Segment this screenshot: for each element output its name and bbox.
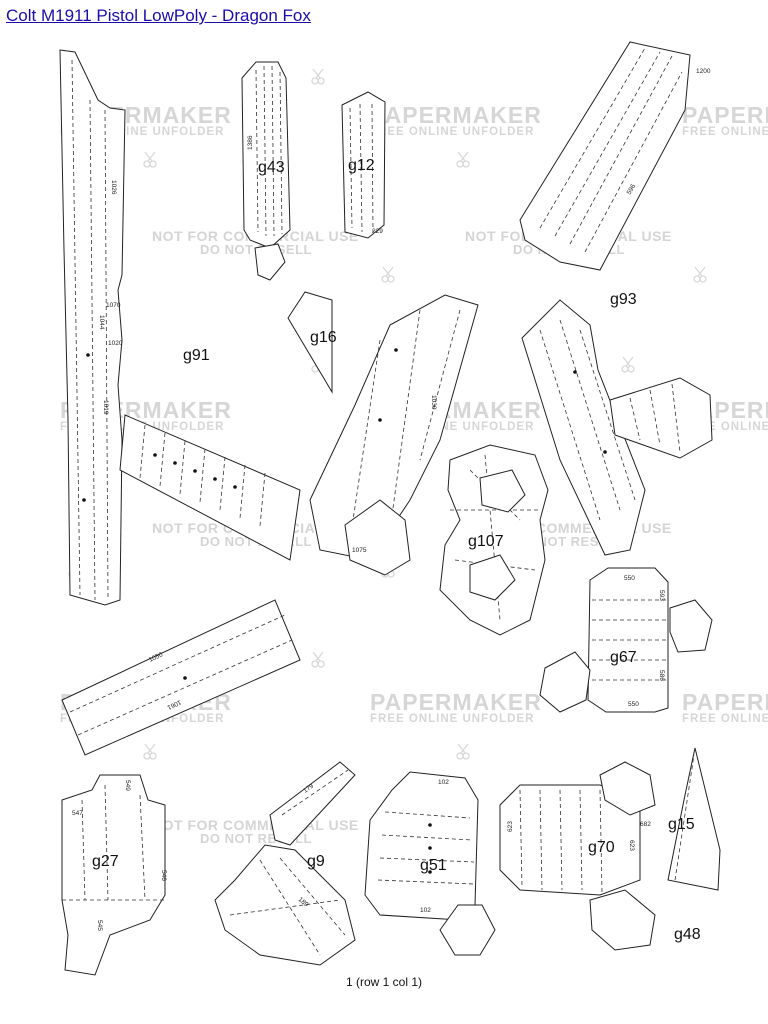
fold-number: 229 [372,228,383,235]
fold-number: 682 [640,821,651,828]
document-title-link[interactable]: Colt M1911 Pistol LowPoly - Dragon Fox [6,6,311,25]
fold-number: 1030 [430,395,437,410]
part-label-g51: g51 [420,857,447,874]
watermark-sub: FREE ONLINE UNFOLDER [370,126,534,138]
fold-number: 549 [124,780,131,791]
part-g67: 550 550 586 593 g67 [539,567,713,713]
page-footer-label: 1 (row 1 col 1) [345,975,423,989]
part-g43: 1386 g43 [241,61,291,281]
part-g15: g15 [667,747,721,891]
part-label-g91: g91 [183,347,210,364]
fold-number: 1070 [106,302,121,309]
part-label-g9: g9 [307,853,325,870]
part-g12: 229 g12 [341,91,386,239]
fold-number: 1019 [102,400,109,415]
part-label-g67: g67 [610,649,637,666]
fold-number: 596 [626,183,638,196]
part-label-g107: g107 [468,533,504,550]
fold-number: 1075 [352,547,367,554]
part-g9: 179 189 g9 [214,761,356,966]
part-g16: g16 [287,291,337,394]
part-g51: 102 102 g51 [364,771,496,956]
fold-number: 1044 [98,315,105,330]
part-label-g43: g43 [258,159,285,176]
fold-number: 586 [658,670,665,681]
fold-number: 547 [72,810,83,817]
fold-number: 102 [420,907,431,914]
part-g70: 623 623 682 g70 [499,761,656,951]
part-g27: 549 547 546 545 g27 [61,774,167,976]
fold-number: 1020 [108,340,123,347]
watermark-brand: PAPERMAKER [682,689,768,715]
part-g91: 1026 1044 1020 1070 1019 1050 1061 1030 … [59,49,479,756]
part-g107: g107 [439,444,549,636]
watermark-brand: PAPERMAKER [682,102,768,128]
fold-number: 545 [96,920,103,931]
fold-number: 1200 [696,68,711,75]
fold-number: 550 [628,701,639,708]
fold-number: 593 [658,590,665,601]
part-label-g48: g48 [674,926,701,943]
fold-number: 546 [160,870,167,881]
watermark-sub: FREE ONLINE UNFOLDER [682,126,768,138]
part-g48: g48 [674,926,701,943]
part-label-g15: g15 [668,816,695,833]
fold-number: 1026 [110,180,117,195]
fold-number: 623 [507,821,514,832]
part-label-g70: g70 [588,839,615,856]
fold-number: 102 [438,779,449,786]
part-g93: 1200 596 g93 [519,41,713,556]
fold-number: 1386 [247,135,254,150]
watermark-sub: FREE ONLINE UNFOLDER [682,713,768,725]
part-label-g12: g12 [348,157,375,174]
watermark-brand: PAPERMAKER [370,689,542,715]
fold-number: 623 [628,840,635,851]
part-label-g27: g27 [92,853,119,870]
watermark-brand: PAPERMAKER [370,102,542,128]
fold-number: 550 [624,575,635,582]
part-label-g93: g93 [610,291,637,308]
part-label-g16: g16 [310,329,337,346]
watermark-sub: FREE ONLINE UNFOLDER [370,713,534,725]
